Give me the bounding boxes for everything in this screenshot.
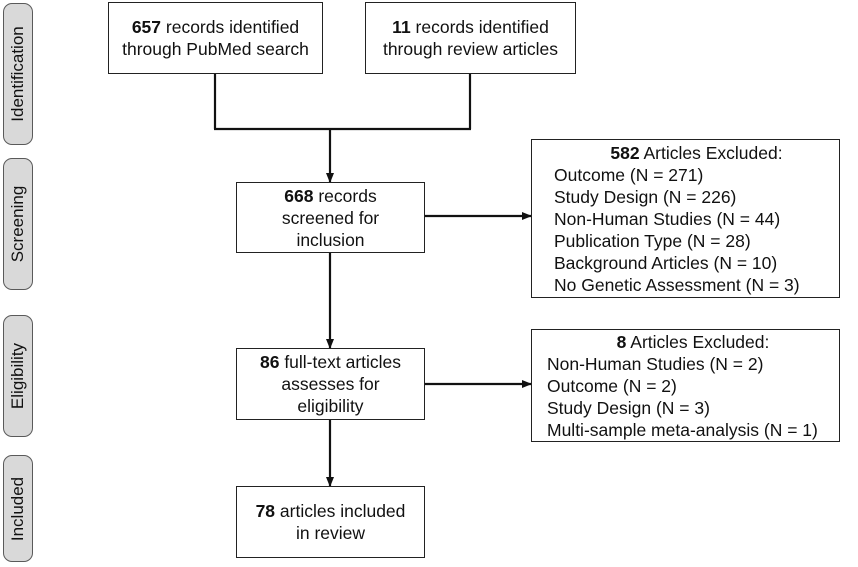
phase-included: Included	[3, 455, 33, 562]
eligibility-exclusions-title: 8 Articles Excluded:	[617, 331, 770, 353]
pubmed-records-line1: 657 records identified	[132, 16, 299, 38]
fulltext-articles-box: 86 full-text articles assesses for eligi…	[236, 348, 425, 420]
review-records-line1: 11 records identified	[392, 16, 549, 38]
screened-records-line1-text: records	[313, 185, 377, 206]
phase-screening-label: Screening	[8, 185, 27, 263]
phase-eligibility: Eligibility	[3, 315, 33, 437]
eligibility-exclusions-title-text: Articles Excluded:	[626, 331, 770, 352]
phase-identification-label: Identification	[8, 26, 27, 122]
screening-exclusion-item: Study Design (N = 226)	[554, 186, 737, 207]
included-articles-line1: 78 articles included	[256, 500, 406, 522]
screening-exclusions-box: 582 Articles Excluded: Outcome (N = 271)…	[531, 139, 840, 298]
included-articles-count: 78	[255, 501, 276, 521]
pubmed-records-line1-text: records identified	[161, 17, 300, 37]
screened-records-line1: 668 records	[284, 185, 376, 207]
phase-screening: Screening	[3, 158, 33, 290]
screening-exclusions-count: 582	[610, 142, 640, 163]
screening-exclusion-item: Publication Type (N = 28)	[554, 230, 751, 251]
included-articles-line1-text: articles included	[275, 501, 406, 521]
screening-exclusion-item: Background Articles (N = 10)	[554, 252, 778, 273]
fulltext-articles-line1-text: full-text articles	[279, 352, 402, 372]
review-records-line2: through review articles	[382, 39, 559, 59]
phase-eligibility-label: Eligibility	[8, 342, 27, 410]
screened-records-count: 668	[284, 185, 314, 206]
screening-exclusion-item: Outcome (N = 271)	[554, 164, 704, 185]
eligibility-exclusions-count: 8	[616, 331, 627, 352]
review-records-line1-text: records identified	[410, 17, 549, 37]
screening-exclusion-item: Non-Human Studies (N = 44)	[554, 208, 781, 229]
phase-included-label: Included	[8, 476, 27, 541]
fulltext-articles-line2: assesses for	[281, 374, 380, 394]
screening-exclusion-item: No Genetic Assessment (N = 3)	[554, 274, 800, 295]
review-records-count: 11	[392, 17, 411, 37]
phase-identification: Identification	[3, 3, 33, 145]
review-records-box: 11 records identified through review art…	[365, 2, 576, 74]
fulltext-articles-count: 86	[259, 352, 280, 372]
pubmed-records-line2: through PubMed search	[122, 39, 309, 59]
screened-records-box: 668 records screened for inclusion	[236, 182, 425, 253]
eligibility-exclusions-box: 8 Articles Excluded: Non-Human Studies (…	[531, 329, 840, 442]
pubmed-records-box: 657 records identified through PubMed se…	[108, 2, 323, 74]
fulltext-articles-line3: eligibility	[297, 396, 364, 416]
included-articles-box: 78 articles included in review	[236, 486, 425, 558]
screened-records-line2: screened for	[281, 207, 380, 228]
eligibility-exclusion-item: Multi-sample meta-analysis (N = 1)	[547, 419, 818, 440]
screened-records-line3: inclusion	[296, 229, 365, 250]
eligibility-exclusion-item: Outcome (N = 2)	[547, 375, 677, 396]
included-articles-line2: in review	[295, 523, 366, 543]
eligibility-exclusion-item: Non-Human Studies (N = 2)	[547, 353, 764, 374]
screening-exclusions-title: 582 Articles Excluded:	[610, 142, 782, 164]
pubmed-records-count: 657	[131, 17, 162, 37]
screening-exclusions-title-text: Articles Excluded:	[639, 142, 783, 163]
fulltext-articles-line1: 86 full-text articles	[260, 351, 401, 373]
eligibility-exclusion-item: Study Design (N = 3)	[547, 397, 710, 418]
